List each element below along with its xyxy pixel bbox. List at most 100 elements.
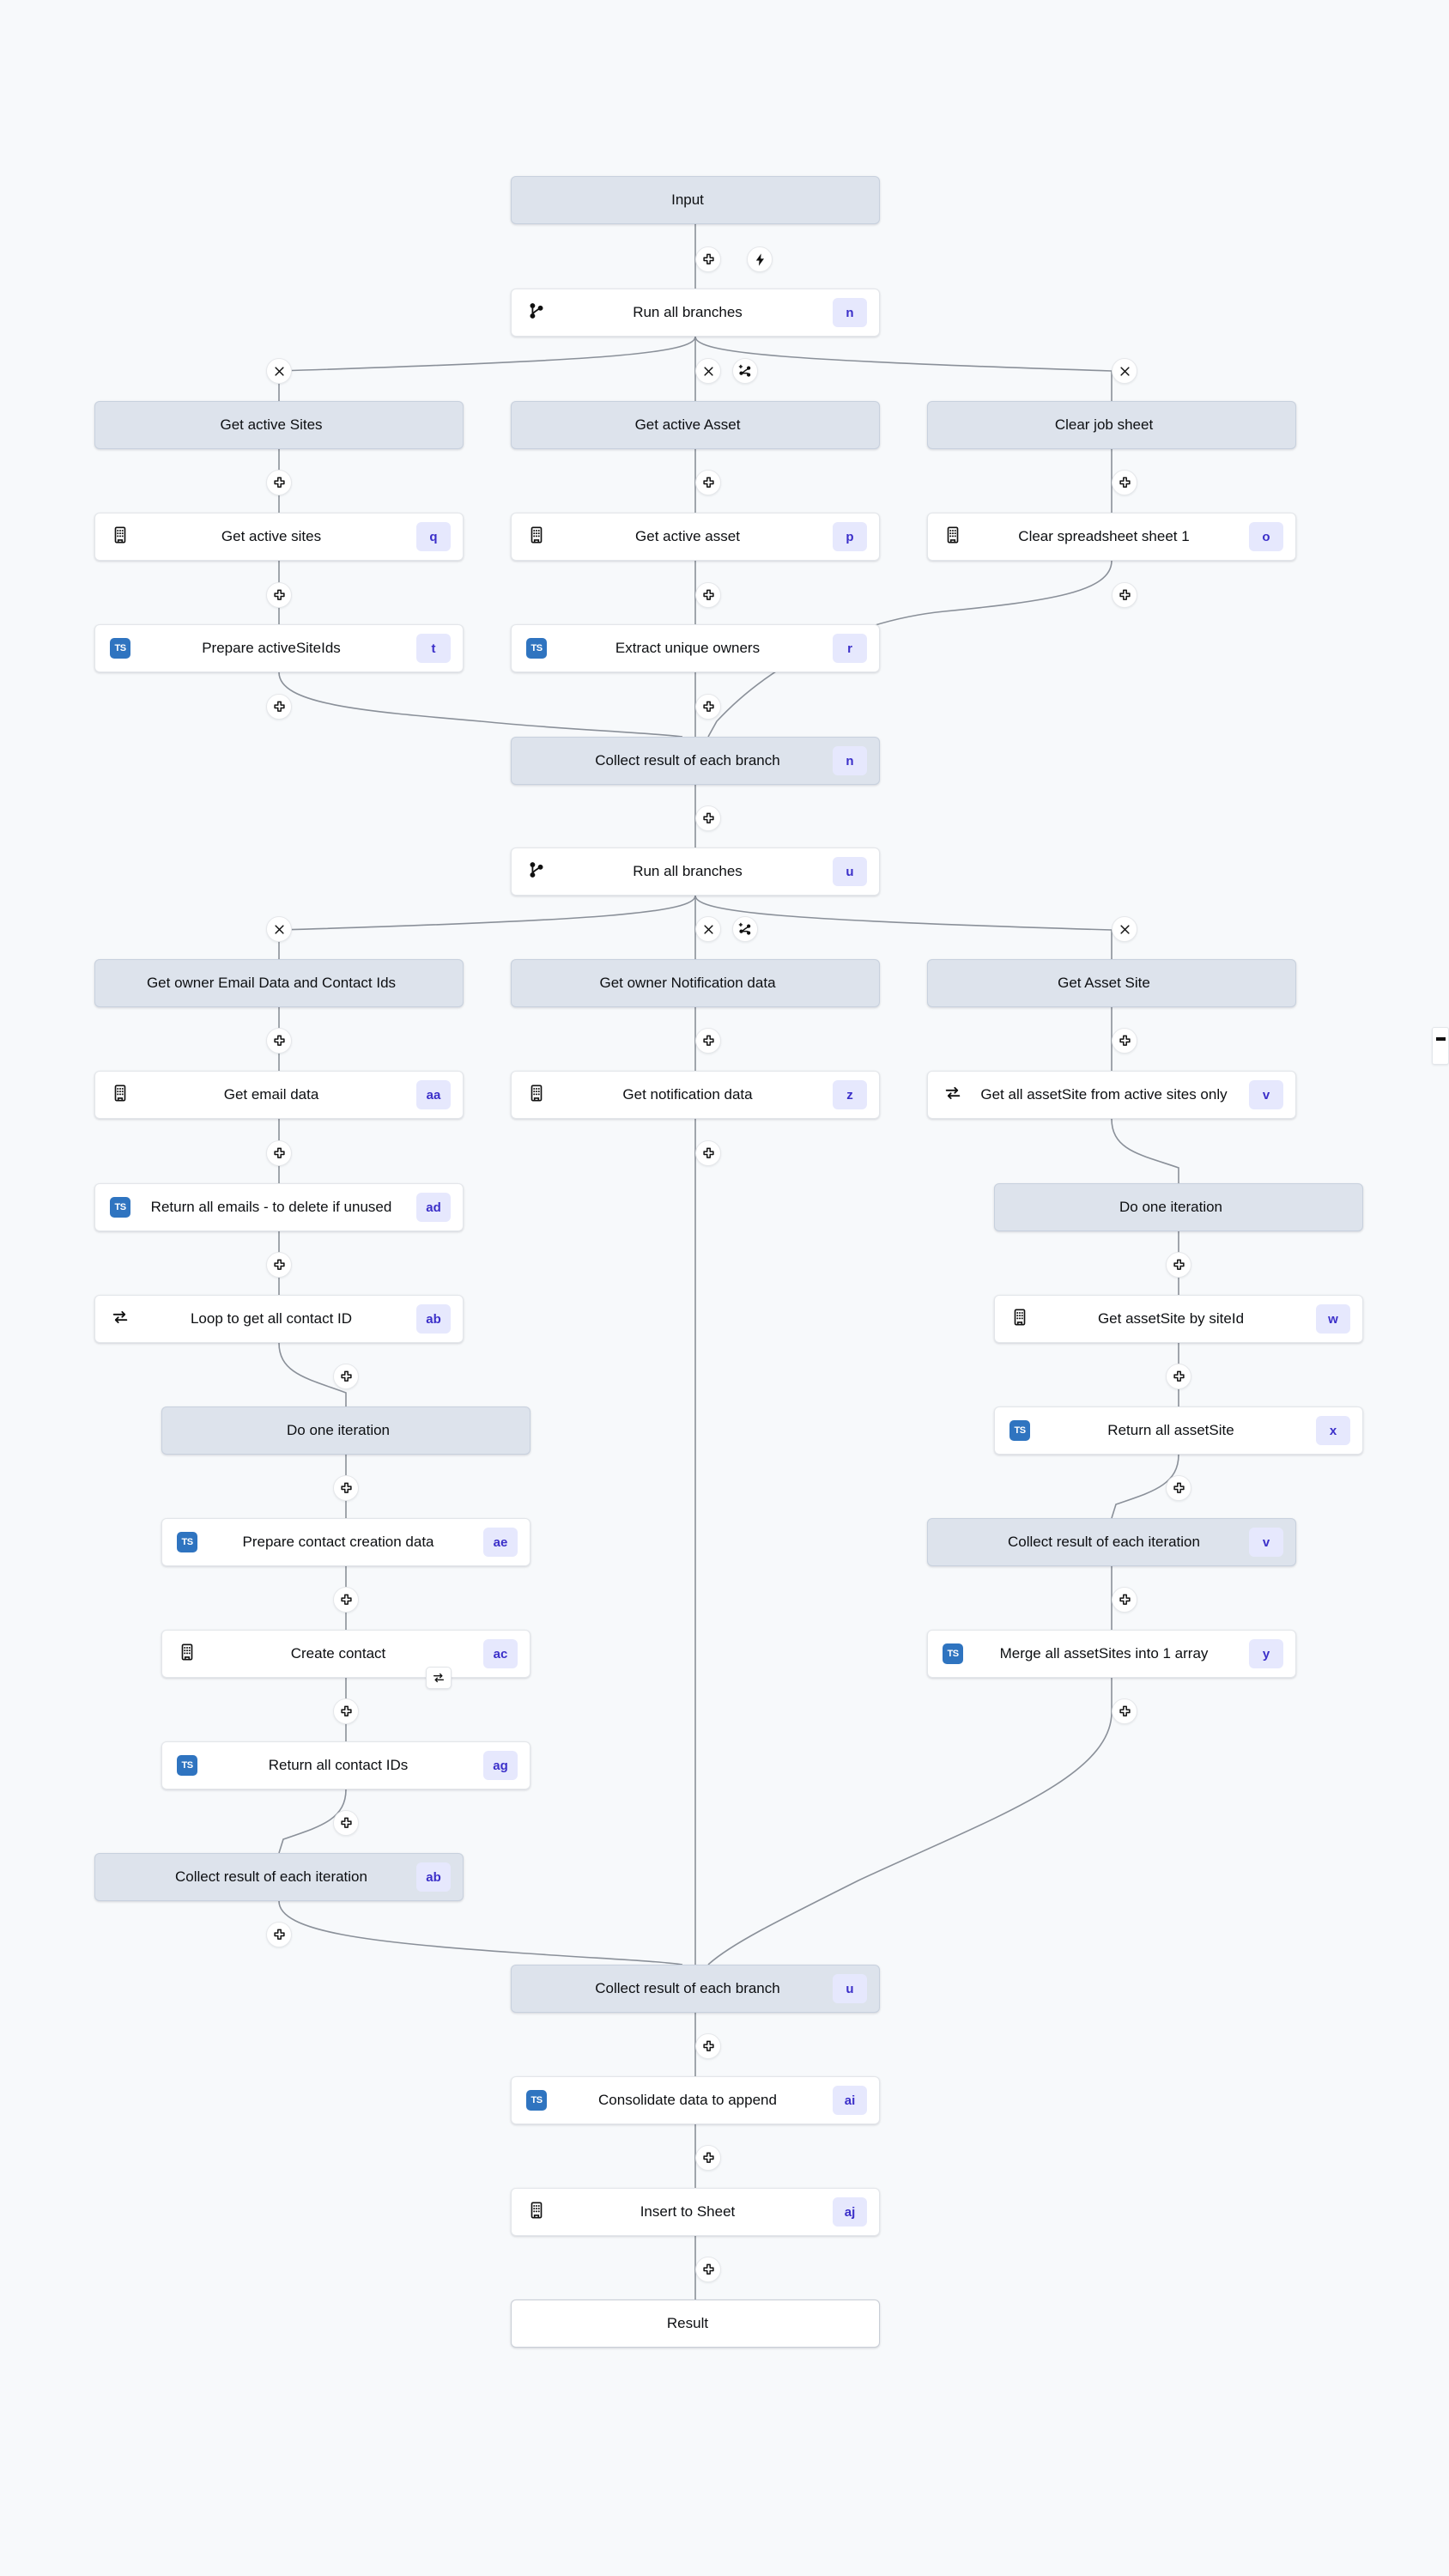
node-badge[interactable]: ab xyxy=(416,1862,451,1892)
plus-icon[interactable] xyxy=(695,2033,721,2059)
plus-icon[interactable] xyxy=(266,694,292,720)
plus-icon[interactable] xyxy=(333,1587,359,1613)
node-badge[interactable]: y xyxy=(1249,1639,1283,1668)
plus-icon[interactable] xyxy=(695,805,721,831)
retry-loop-icon[interactable] xyxy=(426,1667,452,1689)
node-result[interactable]: Result xyxy=(511,2300,880,2348)
plus-icon[interactable] xyxy=(1112,470,1137,495)
plus-icon[interactable] xyxy=(333,1364,359,1389)
plus-icon[interactable] xyxy=(695,246,721,272)
add-branch-icon[interactable] xyxy=(732,916,758,942)
plus-icon[interactable] xyxy=(266,1140,292,1166)
node-badge[interactable]: aa xyxy=(416,1080,451,1109)
node-badge[interactable]: w xyxy=(1316,1304,1350,1334)
close-icon[interactable] xyxy=(1112,358,1137,384)
right-panel-stub[interactable] xyxy=(1432,1027,1449,1065)
plus-icon[interactable] xyxy=(1166,1252,1191,1278)
node-owner_notif_head[interactable]: Get owner Notification data xyxy=(511,959,880,1007)
node-do_one_iter_right[interactable]: Do one iteration xyxy=(994,1183,1363,1231)
node-get_all_assetsite[interactable]: Get all assetSite from active sites only… xyxy=(927,1071,1296,1119)
node-badge[interactable]: v xyxy=(1249,1528,1283,1557)
plus-icon[interactable] xyxy=(1112,1698,1137,1724)
plus-icon[interactable] xyxy=(1112,1028,1137,1054)
plus-icon[interactable] xyxy=(333,1698,359,1724)
node-badge[interactable]: aj xyxy=(833,2197,867,2227)
node-badge[interactable]: x xyxy=(1316,1416,1350,1445)
plus-icon[interactable] xyxy=(266,1922,292,1947)
plus-icon[interactable] xyxy=(1166,1364,1191,1389)
plus-icon[interactable] xyxy=(1112,582,1137,608)
close-icon[interactable] xyxy=(1112,916,1137,942)
close-icon[interactable] xyxy=(695,916,721,942)
node-badge[interactable]: p xyxy=(833,522,867,551)
plus-icon[interactable] xyxy=(695,1028,721,1054)
plus-icon[interactable] xyxy=(1166,1475,1191,1501)
node-asset_site_head[interactable]: Get Asset Site xyxy=(927,959,1296,1007)
add-branch-icon[interactable] xyxy=(732,358,758,384)
node-badge[interactable]: ai xyxy=(833,2086,867,2115)
close-icon[interactable] xyxy=(266,358,292,384)
plus-icon[interactable] xyxy=(695,694,721,720)
plus-icon[interactable] xyxy=(333,1810,359,1836)
close-icon[interactable] xyxy=(695,358,721,384)
node-badge[interactable]: n xyxy=(833,746,867,775)
plus-icon[interactable] xyxy=(266,1028,292,1054)
node-badge[interactable]: ad xyxy=(416,1193,451,1222)
node-badge[interactable]: u xyxy=(833,857,867,886)
node-clear_job_sheet_head[interactable]: Clear job sheet xyxy=(927,401,1296,449)
node-owner_email_head[interactable]: Get owner Email Data and Contact Ids xyxy=(94,959,464,1007)
plus-icon[interactable] xyxy=(1112,1587,1137,1613)
node-badge[interactable]: ag xyxy=(483,1751,518,1780)
plus-icon[interactable] xyxy=(695,2145,721,2171)
node-badge[interactable]: q xyxy=(416,522,451,551)
close-icon[interactable] xyxy=(266,916,292,942)
plus-icon[interactable] xyxy=(695,582,721,608)
plus-icon[interactable] xyxy=(695,470,721,495)
node-badge[interactable]: ae xyxy=(483,1528,518,1557)
node-get_active_asset_head[interactable]: Get active Asset xyxy=(511,401,880,449)
plus-icon[interactable] xyxy=(695,2257,721,2282)
node-badge[interactable]: t xyxy=(416,634,451,663)
node-input[interactable]: Input xyxy=(511,176,880,224)
node-do_one_iter_left[interactable]: Do one iteration xyxy=(161,1406,530,1455)
node-badge[interactable]: ab xyxy=(416,1304,451,1334)
lightning-icon[interactable] xyxy=(747,246,773,272)
node-badge[interactable]: v xyxy=(1249,1080,1283,1109)
node-get_active_sites_head[interactable]: Get active Sites xyxy=(94,401,464,449)
plus-icon[interactable] xyxy=(333,1475,359,1501)
plus-icon[interactable] xyxy=(695,1140,721,1166)
node-badge[interactable]: o xyxy=(1249,522,1283,551)
plus-icon[interactable] xyxy=(266,582,292,608)
node-badge[interactable]: ac xyxy=(483,1639,518,1668)
plus-icon[interactable] xyxy=(266,470,292,495)
node-badge[interactable]: u xyxy=(833,1974,867,2003)
plus-icon[interactable] xyxy=(266,1252,292,1278)
node-badge[interactable]: n xyxy=(833,298,867,327)
node-badge[interactable]: r xyxy=(833,634,867,663)
node-badge[interactable]: z xyxy=(833,1080,867,1109)
